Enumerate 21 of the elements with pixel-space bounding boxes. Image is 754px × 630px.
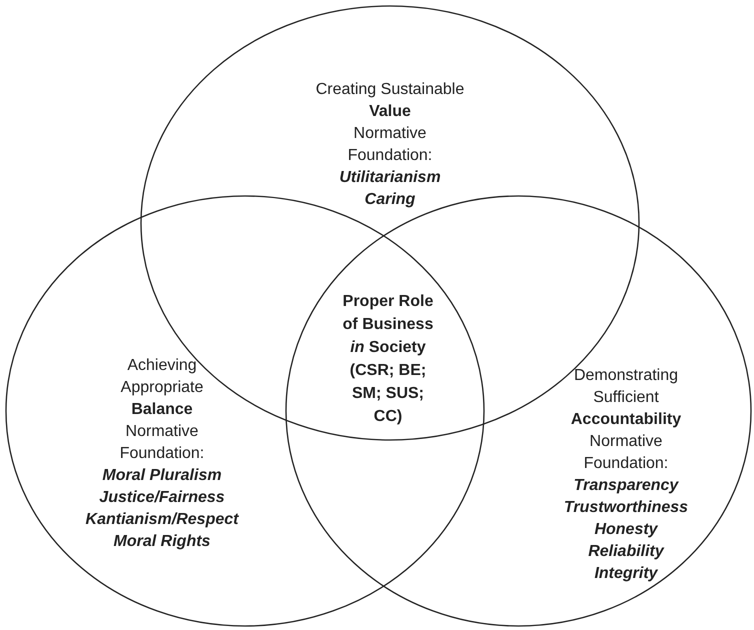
foundation-label: Normative Foundation: [118, 422, 206, 464]
principle-text: Justice/Fairness [99, 488, 225, 508]
category-text: Achieving Appropriate [120, 356, 204, 398]
principle-text: Moral Rights [114, 532, 210, 552]
principle-text: Caring [364, 190, 416, 210]
principle-text: Utilitarianism [339, 168, 441, 188]
category-title: Value [369, 102, 411, 122]
category-text: Creating Sustainable [316, 80, 464, 100]
category-title: Accountability [570, 410, 682, 430]
foundation-label: Normative Foundation: [582, 432, 670, 474]
center-heading: Proper Role of Business in Society (CSR; BE; SM; SUS; CC) [342, 292, 434, 427]
principle-text: Honesty [594, 520, 658, 540]
principle-text: Trustworthiness [564, 498, 688, 518]
principle-text: Transparency [574, 476, 678, 496]
principle-text: Moral Pluralism [102, 466, 222, 486]
category-text: Demonstrating Sufficient [572, 366, 680, 408]
category-title: Balance [131, 400, 193, 420]
principle-text: Integrity [594, 564, 658, 584]
foundation-label: Normative Foundation: [346, 124, 434, 166]
principle-text: Reliability [588, 542, 664, 562]
principle-text: Kantianism/Respect [86, 510, 238, 530]
